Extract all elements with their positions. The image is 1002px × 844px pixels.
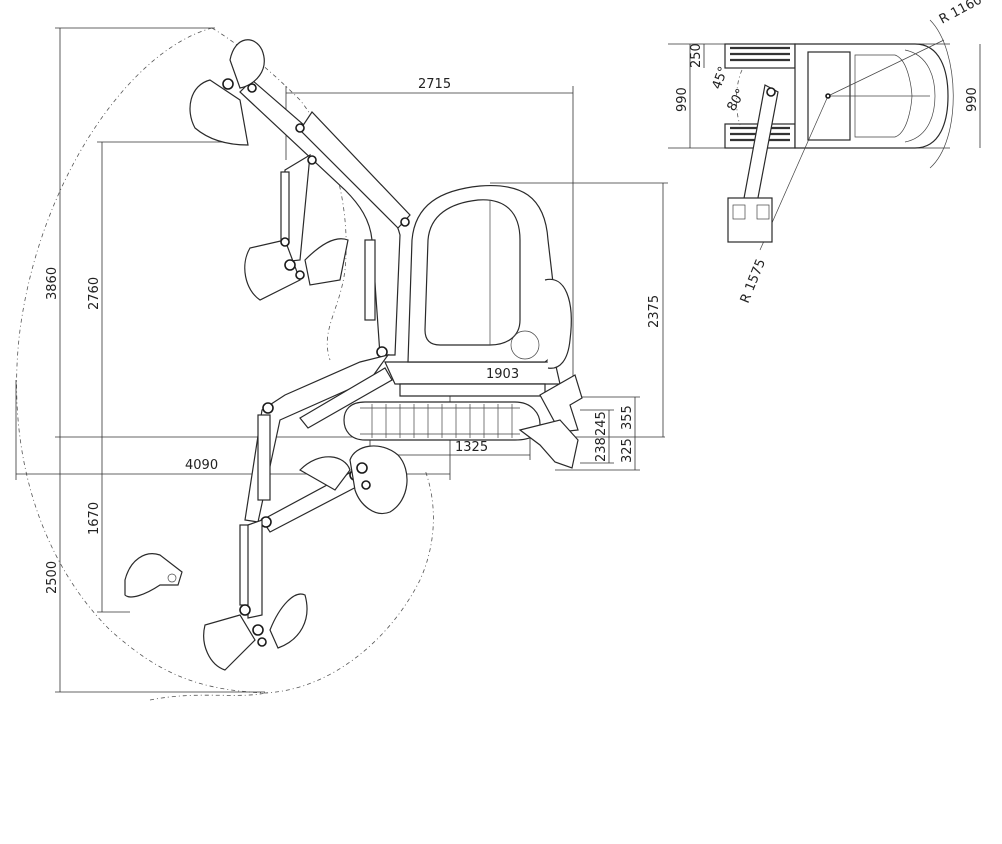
label-45-deg: 45° [710,65,732,92]
dimension-lines-left [15,27,665,693]
label-2715: 2715 [418,77,451,92]
label-r1575: R 1575 [738,257,769,306]
label-325: 325 [620,438,635,463]
label-245: 245 [594,411,609,436]
label-1903: 1903 [486,367,519,382]
excavator-side-view [124,39,583,671]
label-80-deg: 80° [724,87,749,114]
label-250: 250 [689,43,704,68]
label-top-990-right: 990 [965,87,980,112]
label-2760: 2760 [87,277,102,310]
label-2500: 2500 [45,561,60,594]
label-r1160: R 1160 [937,0,985,28]
label-2375: 2375 [647,295,662,328]
label-238: 238 [594,437,609,462]
label-1325: 1325 [455,440,488,455]
dimension-labels: 3860 2760 4090 2500 1670 2715 2375 1903 … [45,0,985,594]
excavator-top-view [668,19,981,251]
label-3860: 3860 [45,267,60,300]
label-4090: 4090 [185,458,218,473]
track-links [371,404,513,438]
label-top-990-left: 990 [675,87,690,112]
label-1670: 1670 [87,502,102,535]
label-355: 355 [620,405,635,430]
dimension-lines-right [285,86,668,480]
